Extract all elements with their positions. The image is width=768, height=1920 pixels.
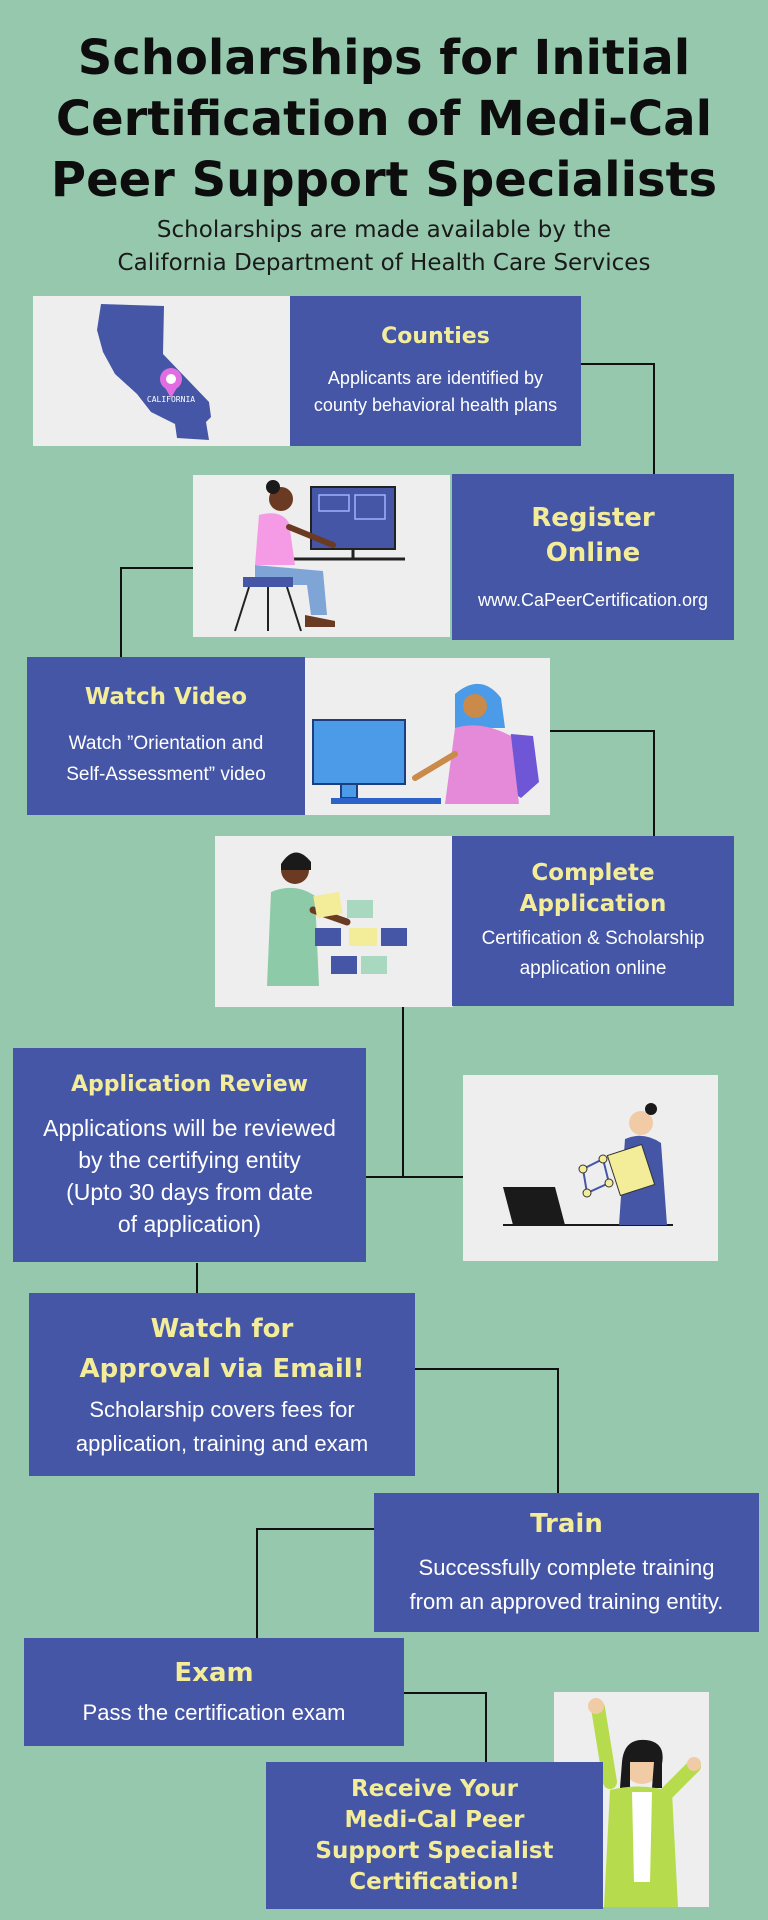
step-exam: Exam Pass the certification exam — [24, 1638, 404, 1746]
woman-sorting-cards-icon — [267, 852, 407, 986]
celebrating-woman-icon — [588, 1698, 701, 1907]
step-title: Certification! — [349, 1868, 520, 1895]
step-text: Certification & Scholarship — [481, 928, 705, 949]
step-title: Medi-Cal Peer — [344, 1806, 525, 1833]
page-subtitle-line: California Department of Health Care Ser… — [117, 250, 651, 276]
step-title: Train — [530, 1508, 603, 1539]
woman-with-laptop-image — [463, 1075, 718, 1261]
step-text: Scholarship covers fees for — [89, 1396, 355, 1422]
connector-8-9 — [404, 1692, 487, 1762]
step-text: Pass the certification exam — [82, 1700, 346, 1725]
step-register-online: Register Online www.CaPeerCertification.… — [452, 474, 734, 640]
step-text: Applicants are identified by — [327, 368, 544, 388]
page-title: Scholarships for Initial Certification o… — [0, 28, 768, 211]
page-title-line: Scholarships for Initial — [77, 30, 691, 86]
step-text: of application) — [117, 1211, 262, 1237]
page-title-line: Peer Support Specialists — [50, 152, 718, 208]
connector-3-4 — [549, 730, 655, 836]
step-link-text: www.CaPeerCertification.org — [477, 590, 709, 610]
step-title: Support Specialist — [315, 1837, 554, 1864]
step-text: Applications will be reviewed — [43, 1115, 336, 1141]
california-map-image: CALIFORNIA — [33, 296, 290, 446]
hijab-woman-at-computer-icon — [312, 683, 539, 804]
step-text: from an approved training entity. — [409, 1588, 724, 1614]
step-receive-certification: Receive Your Medi-Cal Peer Support Speci… — [266, 1762, 603, 1909]
step-title: Application Review — [71, 1072, 308, 1097]
step-title: Complete — [531, 860, 655, 886]
page-subtitle-line: Scholarships are made available by the — [156, 217, 612, 243]
step-application-review: Application Review Applications will be … — [13, 1048, 366, 1262]
step-title: Approval via Email! — [79, 1353, 365, 1384]
step-title: Counties — [381, 324, 490, 349]
step-watch-for-approval: Watch for Approval via Email! Scholarshi… — [29, 1293, 415, 1476]
woman-sorting-cards-image — [215, 836, 453, 1007]
step-text: (Upto 30 days from date — [66, 1179, 313, 1205]
step-title: Register — [531, 503, 655, 533]
step-title: Online — [545, 538, 641, 568]
step-title: Receive Your — [350, 1775, 519, 1802]
step-text: Watch ”Orientation and — [68, 733, 264, 754]
california-map-icon: CALIFORNIA — [97, 304, 211, 440]
connector-2-3 — [120, 567, 193, 658]
step-watch-video: Watch Video Watch ”Orientation and Self-… — [27, 657, 305, 815]
step-train: Train Successfully complete training fro… — [374, 1493, 759, 1632]
step-text: Self-Assessment” video — [66, 764, 266, 785]
woman-at-computer-image — [305, 658, 550, 815]
woman-with-laptop-icon — [503, 1103, 673, 1226]
step-title: Application — [519, 891, 667, 917]
step-text: by the certifying entity — [78, 1147, 301, 1173]
page-title-line: Certification of Medi-Cal — [55, 91, 713, 147]
step-text: county behavioral health plans — [313, 395, 558, 415]
step-text: application online — [519, 958, 667, 979]
step-complete-application: Complete Application Certification & Sch… — [452, 836, 734, 1006]
step-title: Watch for — [150, 1313, 294, 1344]
connector-6-7 — [415, 1368, 559, 1493]
connector-4-review-image — [402, 1006, 463, 1178]
connector-1-2 — [580, 363, 655, 474]
person-at-computer-image — [193, 475, 450, 637]
step-text: Successfully complete training — [418, 1554, 715, 1580]
connector-7-8 — [256, 1528, 374, 1638]
step-title: Watch Video — [84, 684, 248, 710]
map-label: CALIFORNIA — [147, 395, 195, 404]
step-text: application, training and exam — [75, 1430, 369, 1456]
page-subtitle: Scholarships are made available by the C… — [0, 214, 768, 280]
person-at-computer-icon — [234, 480, 405, 632]
step-counties: Counties Applicants are identified by co… — [290, 296, 581, 446]
step-title: Exam — [174, 1658, 254, 1688]
